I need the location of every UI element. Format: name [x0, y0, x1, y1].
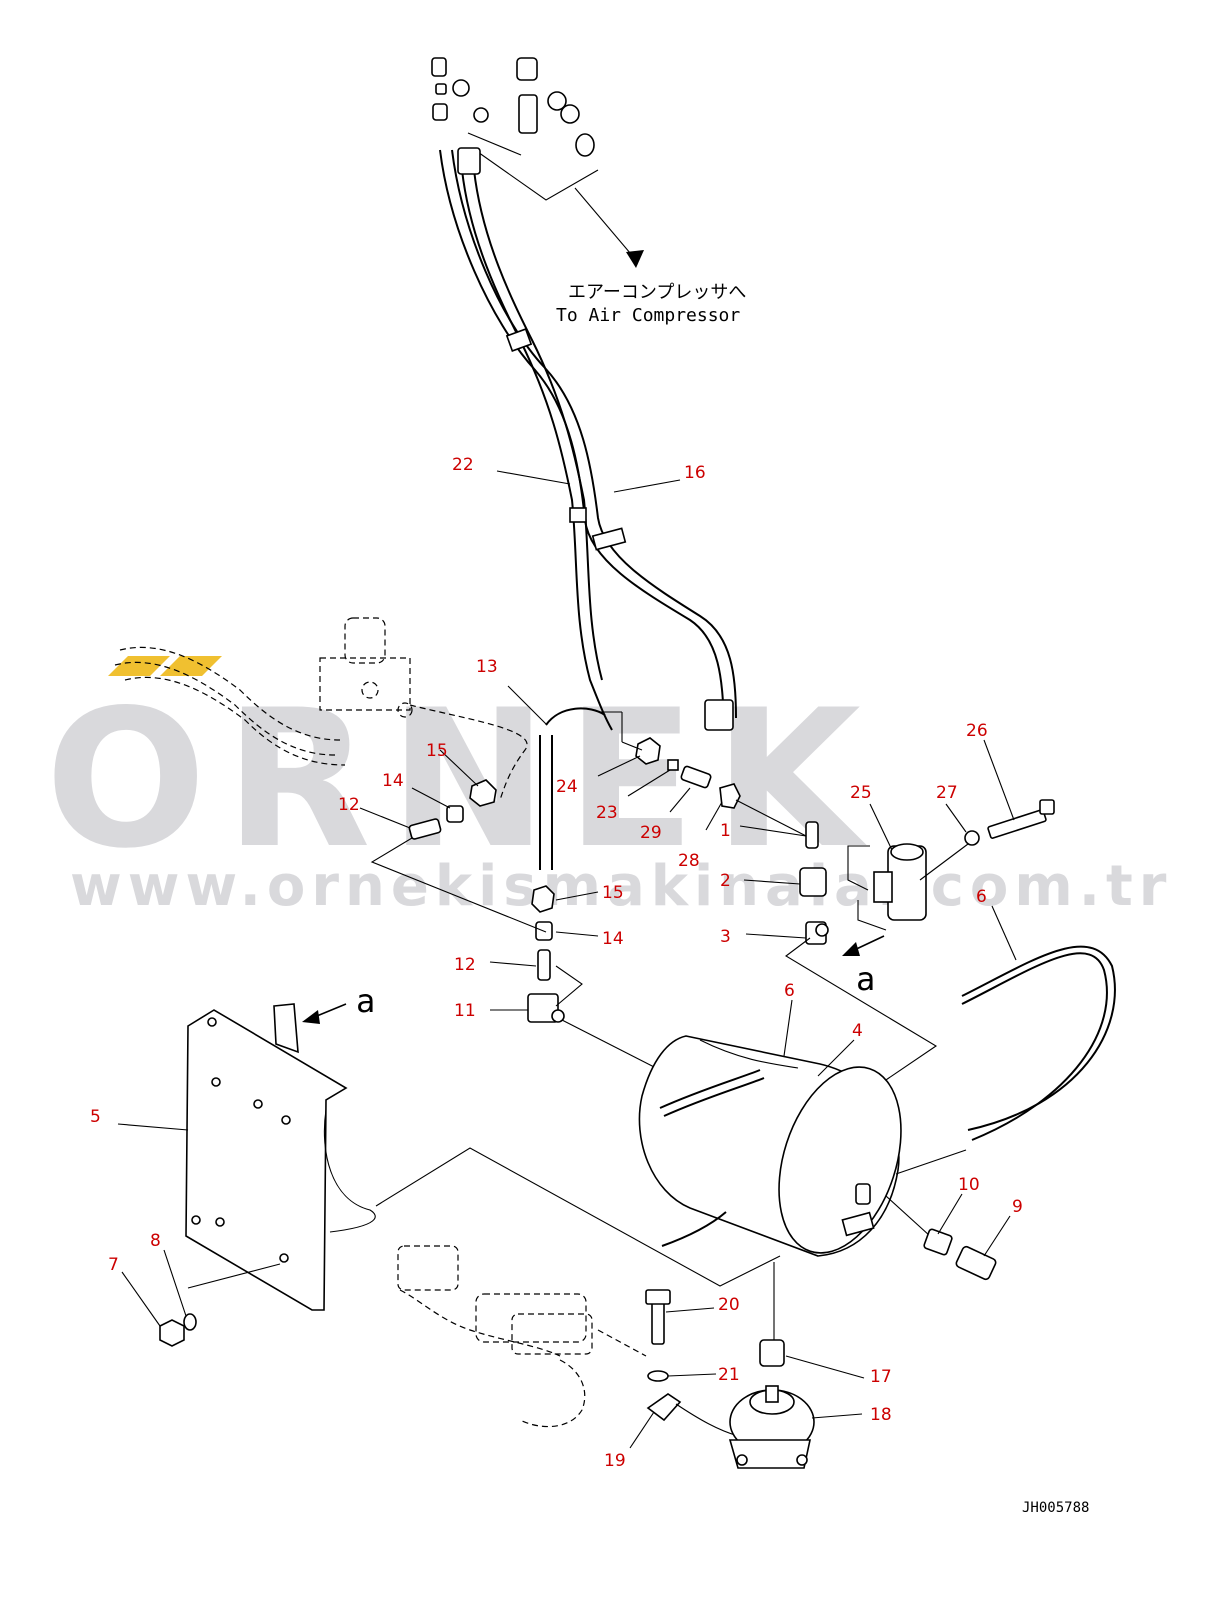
callout-11[interactable]: 11 [454, 1001, 476, 1021]
callout-12b[interactable]: 12 [454, 955, 476, 975]
callout-15[interactable]: 15 [426, 741, 448, 761]
fittings-11-12-14-15-center [527, 885, 565, 1023]
annotation-english: To Air Compressor [556, 305, 740, 326]
callout-15b[interactable]: 15 [602, 883, 624, 903]
watermark-accent-icon [108, 656, 170, 676]
switch-10 [923, 1228, 953, 1256]
air-tank-4 [638, 1035, 902, 1257]
drain-plug-17 [759, 1339, 785, 1367]
top-fittings [431, 57, 595, 157]
lower-assembly-dashed [397, 1245, 647, 1428]
callout-23[interactable]: 23 [596, 803, 618, 823]
watermark-accent-icon [160, 656, 222, 676]
callout-29[interactable]: 29 [640, 823, 662, 843]
nut-7 [159, 1319, 185, 1347]
callout-21[interactable]: 21 [718, 1365, 740, 1385]
callout-20[interactable]: 20 [718, 1295, 740, 1315]
callout-8[interactable]: 8 [150, 1231, 161, 1251]
leader-lines [117, 470, 1017, 1449]
watermark: ORNEK www.ornekismakinalar.com.tr [45, 656, 1172, 919]
part-25-dryer [847, 837, 977, 931]
callout-26[interactable]: 26 [966, 721, 988, 741]
callouts: 22 16 13 15 14 12 24 23 29 28 1 25 27 26… [90, 455, 1023, 1471]
sensor-9 [955, 1245, 997, 1281]
callout-12[interactable]: 12 [338, 795, 360, 815]
callout-5[interactable]: 5 [90, 1107, 101, 1127]
callout-18[interactable]: 18 [870, 1405, 892, 1425]
view-marker-a-left: a [356, 982, 375, 1020]
callout-17[interactable]: 17 [870, 1367, 892, 1387]
annotation-japanese: エアーコンプレッサへ [568, 282, 746, 303]
callout-3[interactable]: 3 [720, 927, 731, 947]
callout-27[interactable]: 27 [936, 783, 958, 803]
arrowhead-icon [626, 250, 644, 268]
callout-4[interactable]: 4 [852, 1021, 863, 1041]
view-marker-a-right: a [856, 960, 875, 998]
governor-18 [728, 1385, 815, 1469]
callout-14b[interactable]: 14 [602, 929, 624, 949]
hose-6 [961, 952, 1108, 1141]
callout-24[interactable]: 24 [556, 777, 578, 797]
arrowhead-icon [842, 942, 860, 956]
parts-1-2-3 [799, 821, 829, 945]
callout-6-left[interactable]: 6 [784, 981, 795, 1001]
bolt-26 [987, 809, 1047, 839]
washer-21 [647, 1370, 669, 1382]
callout-9[interactable]: 9 [1012, 1197, 1023, 1217]
callout-16[interactable]: 16 [684, 463, 706, 483]
callout-2[interactable]: 2 [720, 871, 731, 891]
callout-22[interactable]: 22 [452, 455, 474, 475]
callout-14[interactable]: 14 [382, 771, 404, 791]
callout-1[interactable]: 1 [720, 821, 731, 841]
clamp-19 [646, 1393, 682, 1422]
watermark-url: www.ornekismakinalar.com.tr [70, 854, 1172, 919]
callout-19[interactable]: 19 [604, 1451, 626, 1471]
arrowhead-icon [302, 1010, 320, 1024]
washer-8 [183, 1313, 197, 1331]
callout-6-right[interactable]: 6 [976, 887, 987, 907]
callout-7[interactable]: 7 [108, 1255, 119, 1275]
drawing-code: JH005788 [1022, 1500, 1089, 1516]
valve-assembly-dashed [114, 617, 528, 801]
hose-assembly-16-22 [439, 147, 737, 731]
callout-25[interactable]: 25 [850, 783, 872, 803]
bracket-5 [185, 1003, 376, 1311]
fittings-12-14-15-left [408, 779, 497, 840]
callout-10[interactable]: 10 [958, 1175, 980, 1195]
callout-13[interactable]: 13 [476, 657, 498, 677]
fittings-23-24-28-29 [600, 711, 811, 839]
leader-bracket [474, 149, 599, 201]
callout-28[interactable]: 28 [678, 851, 700, 871]
washer-27 [964, 830, 980, 846]
